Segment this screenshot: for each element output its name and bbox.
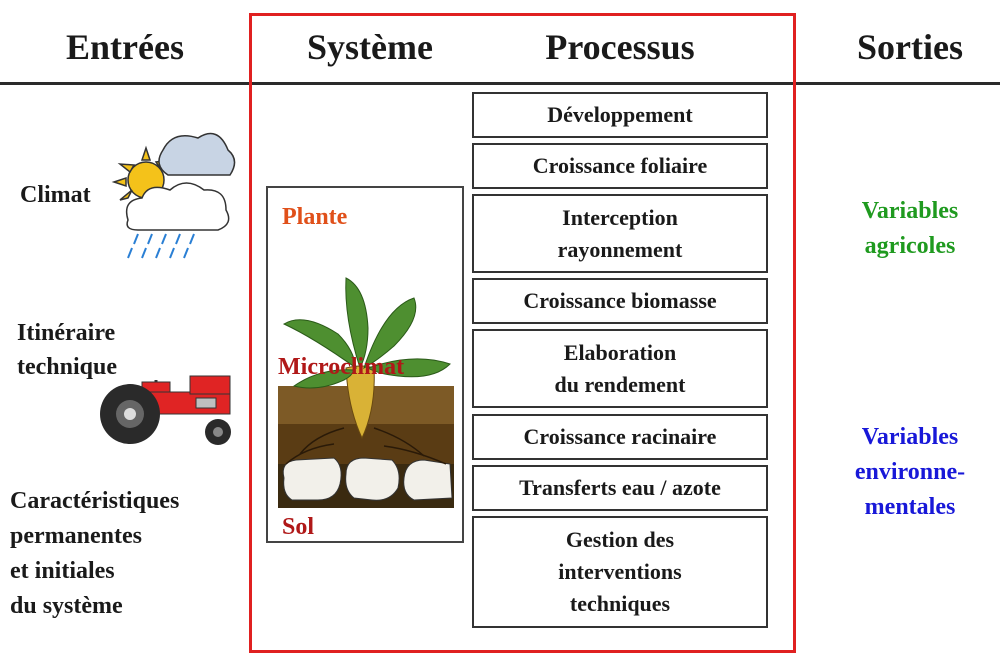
header-process: Processus — [545, 27, 695, 67]
output-agri-label-2: agricoles — [864, 233, 956, 259]
input-characteristics-label-2: permanentes — [10, 523, 142, 549]
input-characteristics-label-3: et initiales — [10, 558, 115, 584]
process-box-water-nitrogen: Transferts eau / azote — [472, 465, 768, 511]
process-label: Elaboration — [563, 339, 677, 365]
input-climate-label: Climat — [20, 182, 91, 208]
output-env-label-1: Variables — [861, 424, 959, 450]
process-label: Interception — [562, 204, 678, 230]
output-env-label-2: environne- — [854, 459, 966, 485]
process-label: techniques — [569, 591, 671, 616]
header-inputs: Entrées — [66, 27, 184, 67]
climate-icon — [111, 132, 236, 259]
header-outputs: Sorties — [857, 27, 963, 67]
process-label: Croissance racinaire — [523, 424, 717, 449]
process-label: rayonnement — [557, 236, 683, 262]
process-box-radiation-interception: Interception rayonnement — [472, 194, 768, 273]
input-characteristics-label-4: du système — [10, 593, 123, 619]
process-label: Croissance biomasse — [523, 288, 717, 313]
process-label: Développement — [547, 102, 693, 127]
process-box-root-growth: Croissance racinaire — [472, 414, 768, 460]
process-label: Gestion des — [565, 527, 675, 552]
system-panel: Plante Microclimat Sol — [266, 186, 464, 543]
beet-plant-illustration — [278, 277, 454, 508]
process-box-yield-elaboration: Elaboration du rendement — [472, 329, 768, 408]
system-soil-label: Sol — [282, 514, 315, 540]
input-characteristics-label-1: Caractéristiques — [10, 488, 180, 514]
process-label: Transferts eau / azote — [519, 475, 721, 500]
process-label: Croissance foliaire — [532, 153, 708, 178]
process-box-development: Développement — [472, 92, 768, 138]
input-itinerary-label-2: technique — [17, 354, 118, 380]
process-label: du rendement — [554, 371, 686, 397]
system-plant-label: Plante — [282, 204, 348, 230]
header-rule — [0, 82, 1000, 85]
output-agri-label-1: Variables — [861, 198, 959, 224]
process-label: interventions — [558, 559, 682, 584]
input-itinerary-label-1: Itinéraire — [17, 320, 116, 346]
process-box-intervention-management: Gestion des interventions techniques — [472, 516, 768, 628]
process-box-leaf-growth: Croissance foliaire — [472, 143, 768, 189]
tractor-icon — [100, 375, 231, 445]
output-env-label-3: mentales — [864, 494, 956, 520]
process-box-biomass-growth: Croissance biomasse — [472, 278, 768, 324]
system-microclimate-label: Microclimat — [278, 354, 405, 380]
header-system: Système — [307, 27, 433, 67]
